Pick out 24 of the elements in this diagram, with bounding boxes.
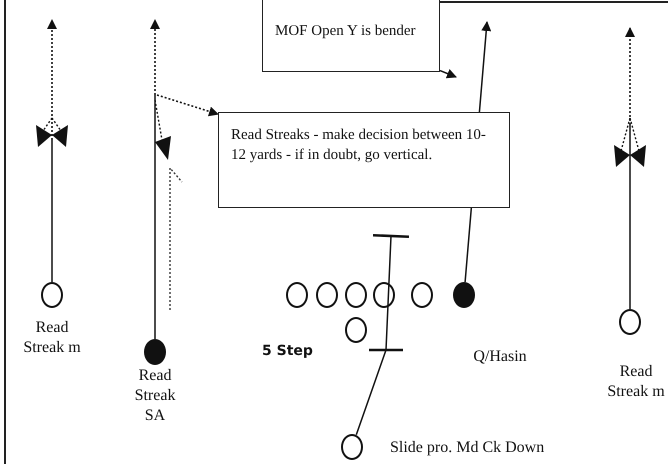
player-circle xyxy=(453,282,475,308)
route-arrow xyxy=(150,19,171,339)
dotted-arrow xyxy=(156,94,219,116)
player-circle xyxy=(41,282,63,308)
route-arrow xyxy=(440,69,457,78)
player-label: Read Streak SA xyxy=(134,366,176,426)
player-circle xyxy=(619,309,641,335)
player-circle xyxy=(341,434,363,460)
player-circle xyxy=(373,282,395,308)
player-label: Read Streak m xyxy=(606,362,666,402)
play-note: 5 Step xyxy=(262,343,313,359)
player-circle xyxy=(144,339,166,365)
player-label: Read Streak m xyxy=(22,318,82,358)
route-arrow xyxy=(36,19,68,282)
player-circle xyxy=(411,282,433,308)
note-box: Read Streaks - make decision between 10-12 yards - if in doubt, go vertical. xyxy=(218,112,510,208)
player-circle xyxy=(345,317,367,343)
player-circle xyxy=(345,282,367,308)
player-circle xyxy=(316,282,338,308)
player-label: Q/Hasin xyxy=(472,347,528,367)
note-box: MOF Open Y is bender xyxy=(262,0,440,72)
player-circle xyxy=(286,282,308,308)
route-arrow xyxy=(614,27,646,309)
player-label: Slide pro. Md Ck Down xyxy=(390,438,546,458)
